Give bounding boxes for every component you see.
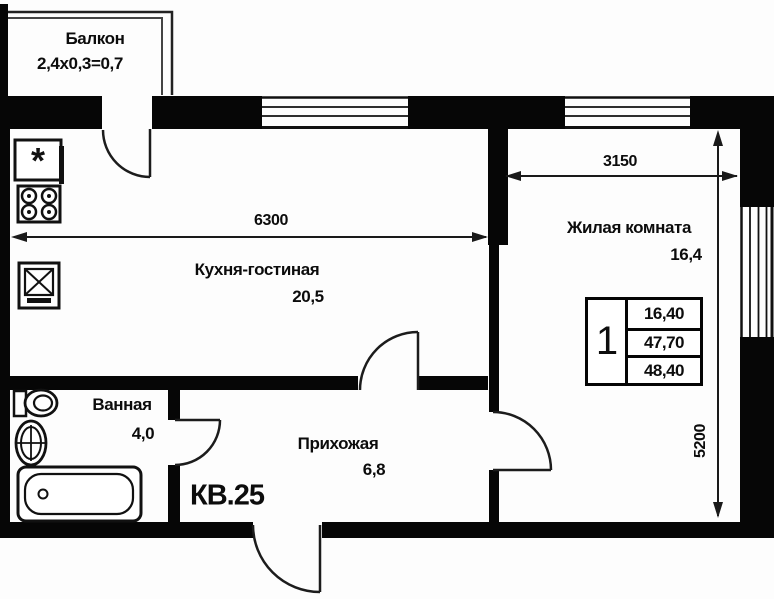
- wall-bath-right-bottom: [168, 465, 180, 522]
- window-living-top: [565, 96, 690, 129]
- toilet-icon: [12, 388, 59, 418]
- dim-5200-label: 5200: [692, 424, 709, 458]
- door-entrance: [251, 524, 322, 594]
- apartment-number: КВ.25: [190, 479, 265, 512]
- dim-line-5200: [713, 130, 723, 518]
- balcony-outline-outer: [8, 10, 174, 95]
- bathroom-area: 4,0: [131, 424, 155, 443]
- wall-middle-thick: [488, 129, 508, 245]
- wall-bath-right-top: [168, 388, 180, 420]
- table-total-area: 48,40: [628, 355, 700, 383]
- table-area: 47,70: [628, 327, 700, 356]
- hallway-area: 6,8: [362, 460, 386, 479]
- wall-bottom-left: [0, 522, 253, 538]
- table-rooms-count: 1: [588, 300, 628, 383]
- wall-balcony-left: [0, 4, 8, 96]
- balcony-outline-inner: [8, 17, 163, 95]
- wall-hall-top-left: [10, 376, 358, 390]
- dim-line-6300: [11, 232, 488, 242]
- area-info-table: 1 16,40 47,70 48,40: [585, 297, 703, 386]
- svg-text:*: *: [31, 140, 45, 181]
- kitchen-label: Кухня-гостиная: [194, 260, 320, 279]
- wall-bottom-right: [322, 522, 774, 538]
- wall-right-top: [740, 96, 774, 207]
- kitchen-sink-icon: [17, 261, 61, 310]
- bathtub-icon: [16, 465, 143, 523]
- balcony-label: Балкон: [65, 29, 125, 48]
- window-kitchen: [262, 96, 408, 129]
- wall-top-mid2: [408, 96, 565, 129]
- wall-top-mid1: [152, 96, 262, 129]
- living-room-label: Жилая комната: [566, 218, 692, 237]
- wall-hall-top-right: [418, 376, 488, 390]
- wall-middle-thin: [489, 245, 499, 412]
- table-living-area: 16,40: [643, 303, 685, 323]
- door-hall-living: [492, 410, 553, 472]
- dim-line-3150: [505, 171, 738, 181]
- wall-left: [0, 96, 10, 538]
- wall-top-left: [0, 96, 102, 129]
- washbasin-icon: [14, 419, 48, 467]
- door-balcony: [101, 129, 152, 179]
- stove-icon: [16, 184, 62, 224]
- door-kitchen-hall: [358, 330, 420, 391]
- wall-right-bottom: [740, 337, 774, 538]
- door-bathroom: [174, 418, 222, 467]
- bathroom-label: Ванная: [92, 395, 152, 414]
- kitchen-area: 20,5: [292, 287, 324, 306]
- dim-3150-label: 3150: [603, 153, 637, 170]
- fridge-icon: *: [13, 138, 64, 184]
- balcony-dims: 2,4x0,3=0,7: [37, 54, 123, 73]
- dim-6300-label: 6300: [254, 212, 288, 229]
- living-room-area: 16,4: [670, 245, 702, 264]
- hallway-label: Прихожая: [297, 434, 379, 453]
- wall-middle-below-door: [489, 470, 499, 522]
- window-living-right: [740, 207, 774, 337]
